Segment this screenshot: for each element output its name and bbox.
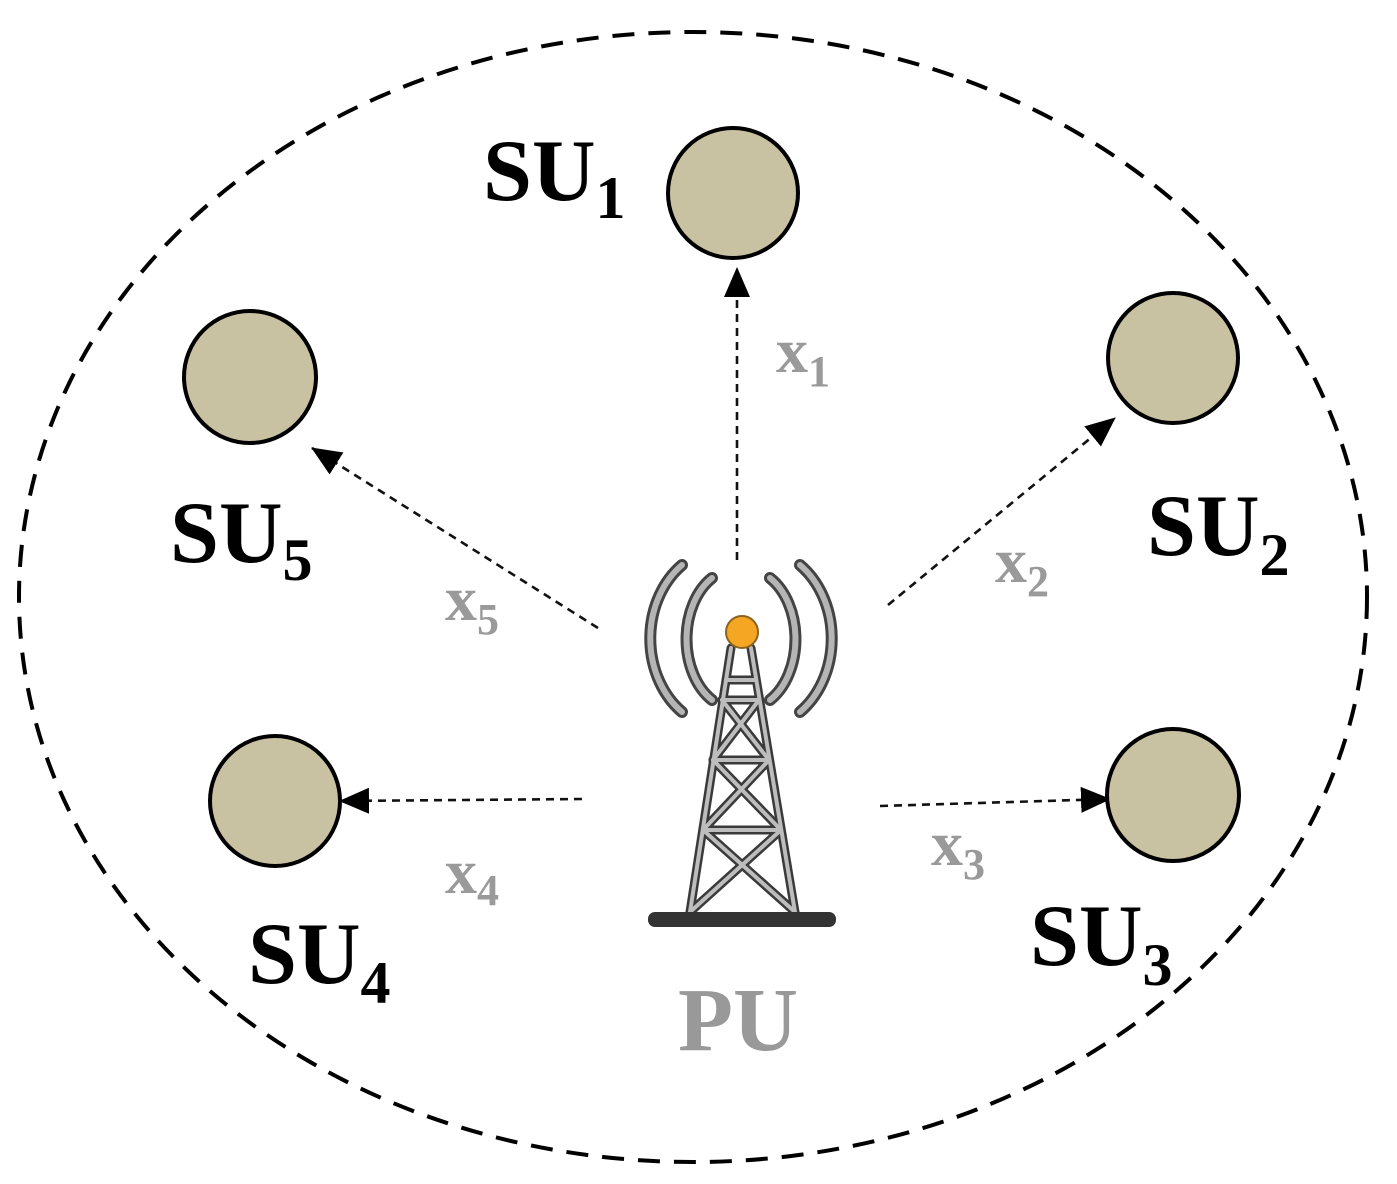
tower-lattice <box>685 643 800 917</box>
su5-node <box>182 309 318 445</box>
x3-label: x3 <box>931 808 985 889</box>
link-x2-arrow <box>887 416 1116 607</box>
su2-node <box>1106 291 1240 425</box>
su1-label: SU1 <box>483 123 626 231</box>
tower-antenna-dot <box>725 615 759 649</box>
tower-icon <box>644 559 838 927</box>
su4-node <box>208 734 342 868</box>
coverage-boundary <box>17 30 1369 1164</box>
pu-label: PU <box>678 971 798 1070</box>
x4-label: x4 <box>445 836 499 915</box>
su4-label: SU4 <box>248 906 391 1016</box>
x2-label: x2 <box>995 525 1049 606</box>
su1-node <box>666 126 800 260</box>
su5-label: SU5 <box>170 485 313 593</box>
su3-node <box>1105 727 1241 863</box>
su2-label: SU2 <box>1147 478 1290 588</box>
x1-label: x1 <box>776 315 830 396</box>
su3-label: SU3 <box>1030 888 1173 998</box>
x5-label: x5 <box>445 563 499 644</box>
link-x3-arrow <box>879 786 1111 813</box>
tower-base <box>648 912 836 927</box>
radio-waves-icon <box>644 559 838 718</box>
link-x5-arrow <box>311 446 599 630</box>
link-x4-arrow <box>339 787 583 814</box>
